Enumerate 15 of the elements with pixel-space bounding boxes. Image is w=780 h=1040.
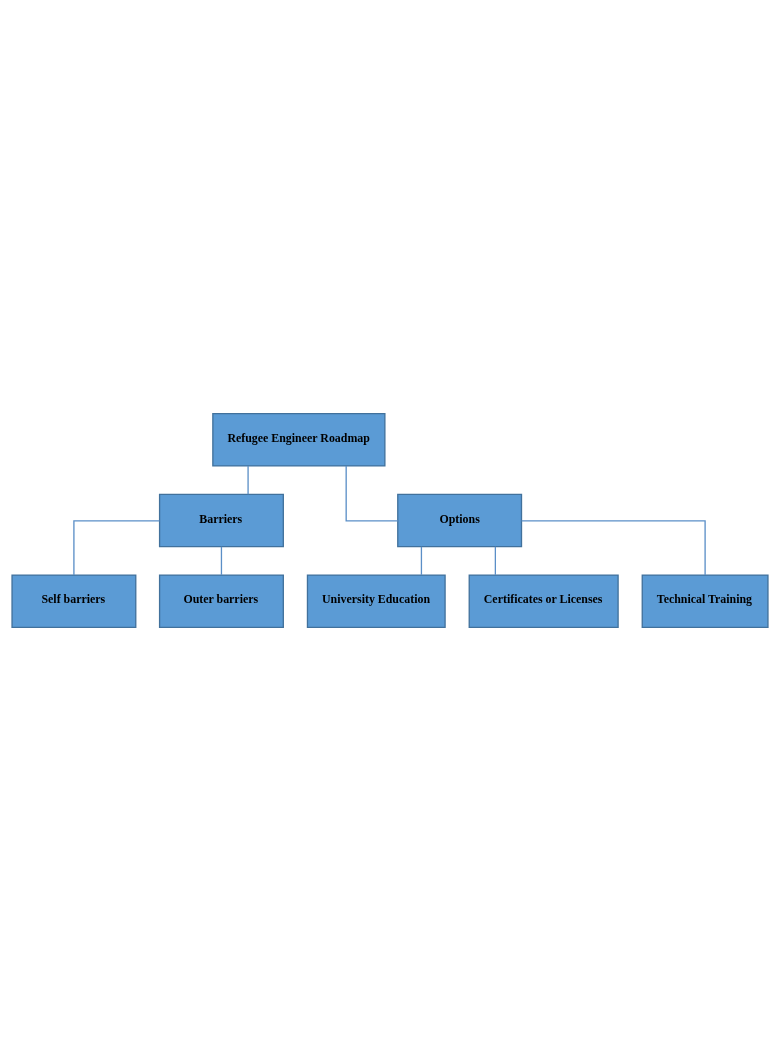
- connector: [520, 519, 706, 576]
- connector: [73, 519, 161, 576]
- node-box: Outer barriers: [158, 573, 284, 628]
- node-box: Refugee Engineer Roadmap: [212, 412, 386, 467]
- connector: [220, 545, 223, 576]
- connector: [494, 545, 497, 576]
- connector: [345, 464, 399, 521]
- node-box: Self barriers: [11, 573, 137, 628]
- node-box: Barriers: [158, 493, 284, 547]
- connector: [420, 545, 423, 576]
- connector: [247, 464, 249, 495]
- node-box: University Education: [306, 573, 446, 628]
- node-box: Certificates or Licenses: [468, 573, 619, 628]
- node-box: Technical Training: [641, 573, 769, 628]
- node-box: Options: [397, 493, 523, 547]
